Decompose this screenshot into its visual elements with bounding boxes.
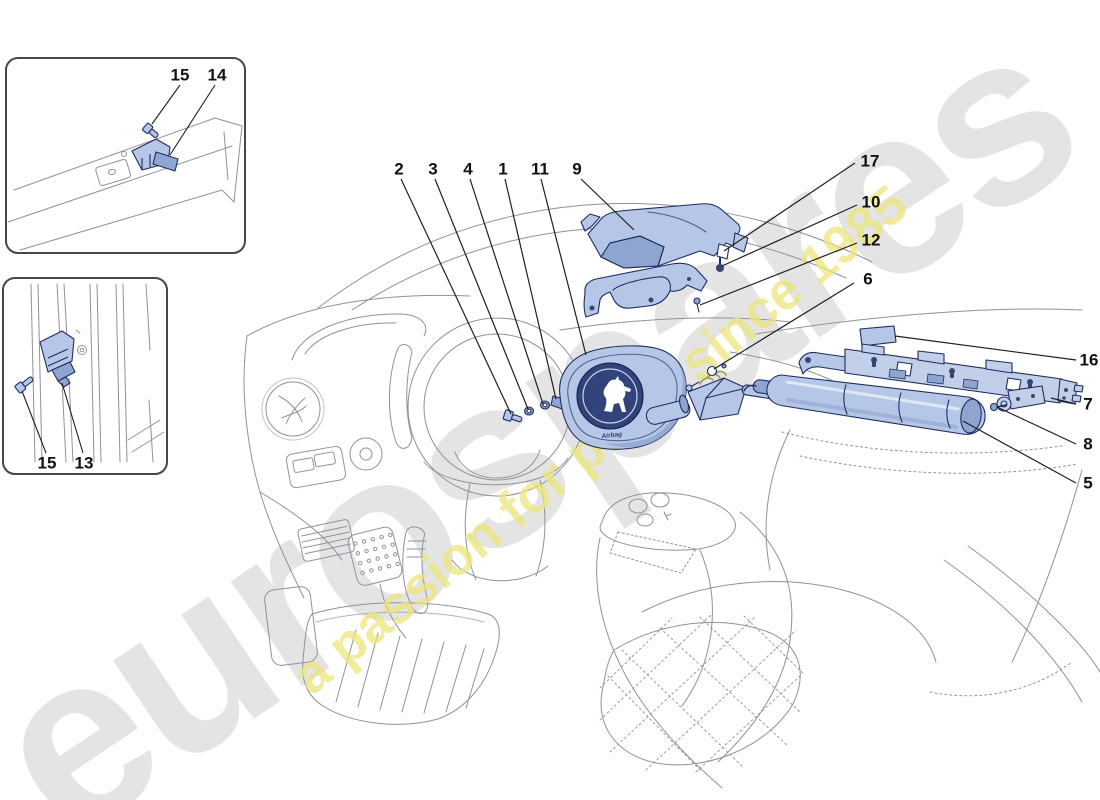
inset-box-bottom-left <box>2 277 168 475</box>
callout-12: 12 <box>861 230 881 250</box>
dashboard-bracket-illustration <box>583 262 708 318</box>
seat-line-art <box>599 351 1100 773</box>
label-plate-16 <box>859 325 897 347</box>
callout-inset2-15: 15 <box>37 453 57 473</box>
callout-5: 5 <box>1083 473 1093 493</box>
crash-sensor-top-illustration <box>131 122 179 172</box>
passenger-airbag-illustration <box>580 203 749 272</box>
washer-3 <box>523 406 535 416</box>
airbag-bolt-small <box>685 381 700 392</box>
crash-sensor-side-illustration <box>14 330 76 394</box>
ferrari-horse-logo <box>603 376 631 412</box>
callout-8: 8 <box>1083 434 1093 454</box>
sensor-body-13 <box>39 330 75 373</box>
callout-3: 3 <box>428 159 438 179</box>
callout-1: 1 <box>498 159 508 179</box>
airbag-clip-17 <box>716 243 730 260</box>
knee-airbag-illustration <box>743 325 1084 435</box>
pedals-line-art <box>264 526 429 666</box>
speaker-grille-line-art <box>297 519 355 562</box>
callout-6: 6 <box>863 269 873 289</box>
callout-7: 7 <box>1083 394 1093 414</box>
callout-inset2-13: 13 <box>74 453 94 473</box>
center-console-line-art <box>596 492 793 789</box>
callout-inset1-14: 14 <box>207 65 227 85</box>
airbag-components: Airbag <box>502 203 1084 450</box>
sensor-bolt-15 <box>142 122 159 139</box>
inset-box-top-left <box>5 57 246 254</box>
callout-inset1-15: 15 <box>170 65 190 85</box>
airbag-cover-text: Airbag <box>600 431 622 440</box>
sensor-bolt-15b <box>14 376 34 394</box>
floor-mat-line-art <box>302 602 500 725</box>
callout-17: 17 <box>860 151 880 171</box>
knee-airbag-cylinder-5 <box>766 374 986 435</box>
bracket-screw-12 <box>693 297 701 313</box>
callout-4: 4 <box>463 159 473 179</box>
leader-lines <box>400 162 1077 484</box>
callout-16: 16 <box>1079 350 1099 370</box>
callout-11: 11 <box>531 159 549 179</box>
dashboard-line-art <box>243 203 1100 789</box>
callout-9: 9 <box>572 159 582 179</box>
callout-10: 10 <box>861 192 881 212</box>
grommet <box>996 396 1012 412</box>
switch-panel-line-art <box>285 445 347 489</box>
callout-2: 2 <box>394 159 404 179</box>
